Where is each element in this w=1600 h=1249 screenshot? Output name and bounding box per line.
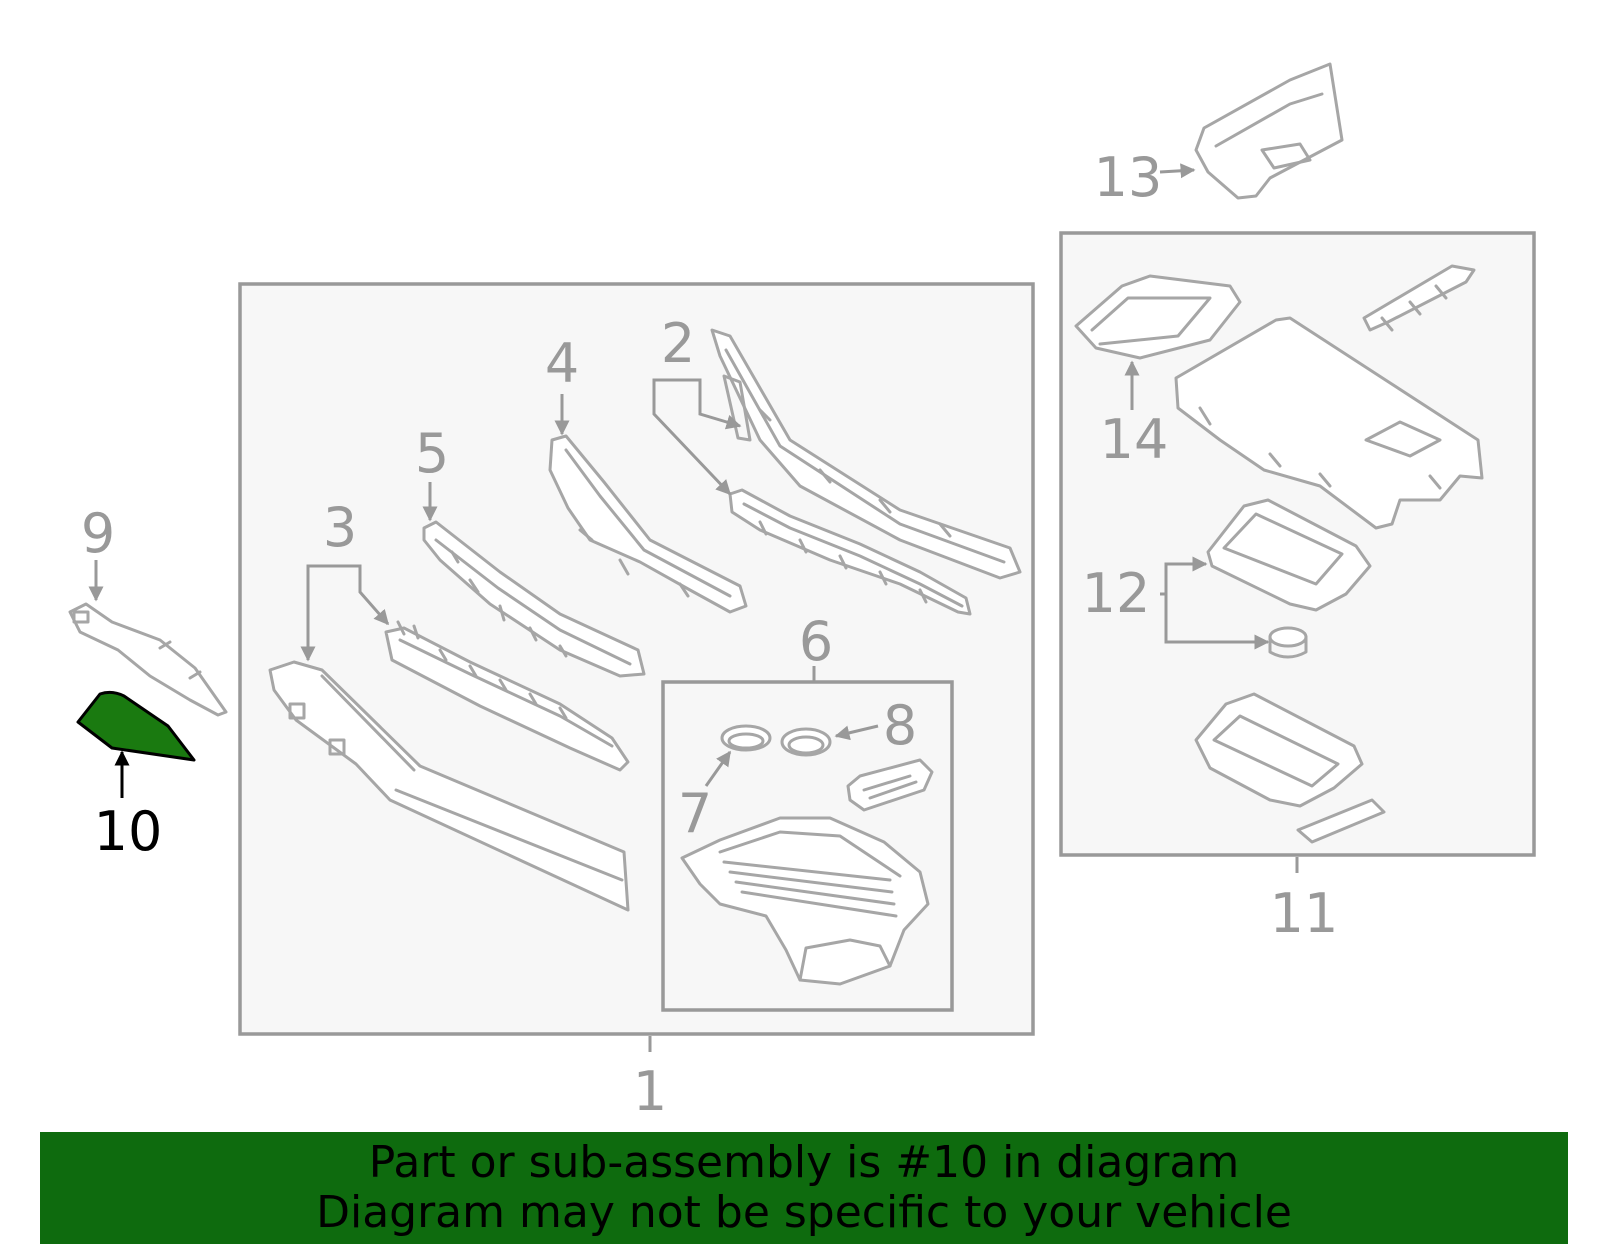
callout-7: 7: [678, 782, 712, 845]
callout-12: 12: [1082, 562, 1151, 625]
part-13-drawing: [1194, 62, 1344, 200]
leader-7: [704, 750, 732, 787]
callout-13: 13: [1094, 146, 1163, 209]
banner-line-2: Diagram may not be specific to your vehi…: [316, 1187, 1292, 1238]
part-14-drawing: [1074, 274, 1242, 360]
part-4-drawing: [548, 434, 748, 614]
callout-4: 4: [545, 332, 579, 395]
banner-line-1: Part or sub-assembly is #10 in diagram: [368, 1137, 1240, 1188]
part-12-knob-drawing: [1268, 626, 1308, 659]
callout-8: 8: [883, 694, 917, 757]
callout-14: 14: [1100, 408, 1169, 471]
callout-6: 6: [799, 610, 833, 673]
leader-12-b: [1164, 594, 1270, 650]
part-9-drawing: [68, 602, 228, 717]
leader-12-a: [1160, 556, 1208, 596]
leader-3b: [340, 564, 390, 626]
part-5-drawing: [422, 520, 646, 678]
callout-5: 5: [415, 422, 449, 485]
callout-2: 2: [661, 312, 695, 375]
leader-2: [652, 378, 732, 496]
callout-10: 10: [94, 800, 163, 863]
part-3-drawing: [268, 660, 630, 912]
leader-13: [1159, 163, 1196, 179]
part-11-console-drawing: [1174, 316, 1484, 530]
part-2b-drawing: [728, 488, 972, 616]
part-3b-drawing: [384, 620, 630, 772]
leader-3: [300, 564, 340, 662]
callout-11: 11: [1270, 882, 1339, 945]
part-11-lower-bezel-drawing: [1194, 692, 1386, 844]
part-6-clip-drawing: [846, 758, 934, 812]
part-6-cupholder-drawing: [680, 816, 930, 986]
leader-8: [834, 724, 879, 741]
callout-1: 1: [633, 1060, 667, 1123]
part-12-bezel-drawing: [1206, 498, 1372, 612]
part-7-drawing: [720, 724, 772, 752]
part-10-highlight: [76, 690, 196, 762]
leader-2b: [676, 378, 742, 430]
part-8-drawing: [780, 727, 832, 757]
callout-3: 3: [323, 496, 357, 559]
part-11-bracket-drawing: [1362, 264, 1476, 332]
callout-9: 9: [81, 502, 115, 565]
part-info-banner: Part or sub-assembly is #10 in diagram D…: [40, 1132, 1568, 1244]
